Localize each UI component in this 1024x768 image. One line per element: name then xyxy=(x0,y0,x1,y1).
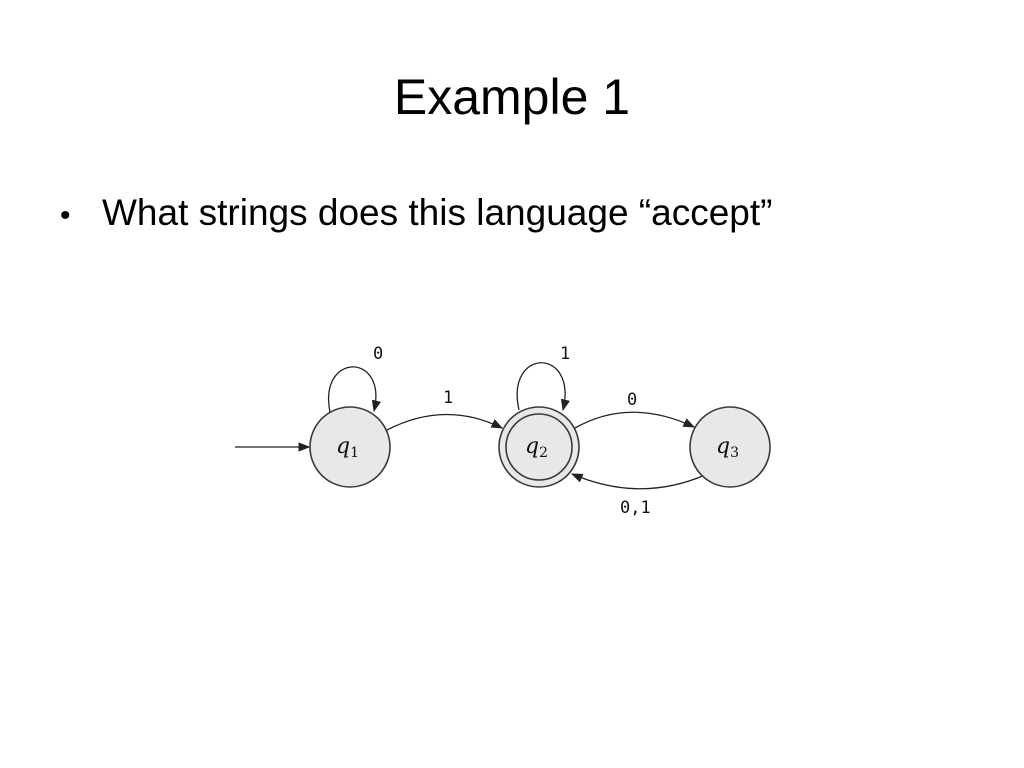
accept-ring-q2 xyxy=(505,413,573,481)
bullet-marker: • xyxy=(60,199,71,232)
state-label-q1: q xyxy=(336,434,350,459)
transition-q2-q2 xyxy=(516,362,570,412)
transition-q2-q3 xyxy=(574,411,696,429)
svg-text:q3: q3 xyxy=(716,434,739,461)
svg-text:q1: q1 xyxy=(336,434,359,461)
transition-q1-q2 xyxy=(386,413,504,431)
state-q2: q2 xyxy=(498,406,580,488)
state-q3: q3 xyxy=(689,406,771,488)
transition-label-q1-q1: 0 xyxy=(373,344,383,364)
transition-label-q3-q2: 0,1 xyxy=(620,498,651,518)
state-label-q2: q xyxy=(525,434,539,459)
svg-text:q2: q2 xyxy=(525,434,548,461)
state-sub-q3: 3 xyxy=(730,445,739,461)
transition-label-q1-q2: 1 xyxy=(443,388,453,408)
state-sub-q1: 1 xyxy=(350,445,359,461)
state-q1: q1 xyxy=(309,406,391,488)
transition-q3-q2 xyxy=(570,473,706,490)
transition-q1-q1 xyxy=(327,366,381,413)
bullet-item: • What strings does this language “accep… xyxy=(60,188,980,241)
transition-label-q2-q2: 1 xyxy=(560,344,570,364)
bullet-list: • What strings does this language “accep… xyxy=(60,188,980,241)
state-sub-q2: 2 xyxy=(539,445,548,461)
slide-title: Example 1 xyxy=(393,69,631,125)
state-label-q3: q xyxy=(716,434,730,459)
transition-label-q2-q3: 0 xyxy=(627,390,637,410)
bullet-text: What strings does this language “accept” xyxy=(102,192,773,233)
